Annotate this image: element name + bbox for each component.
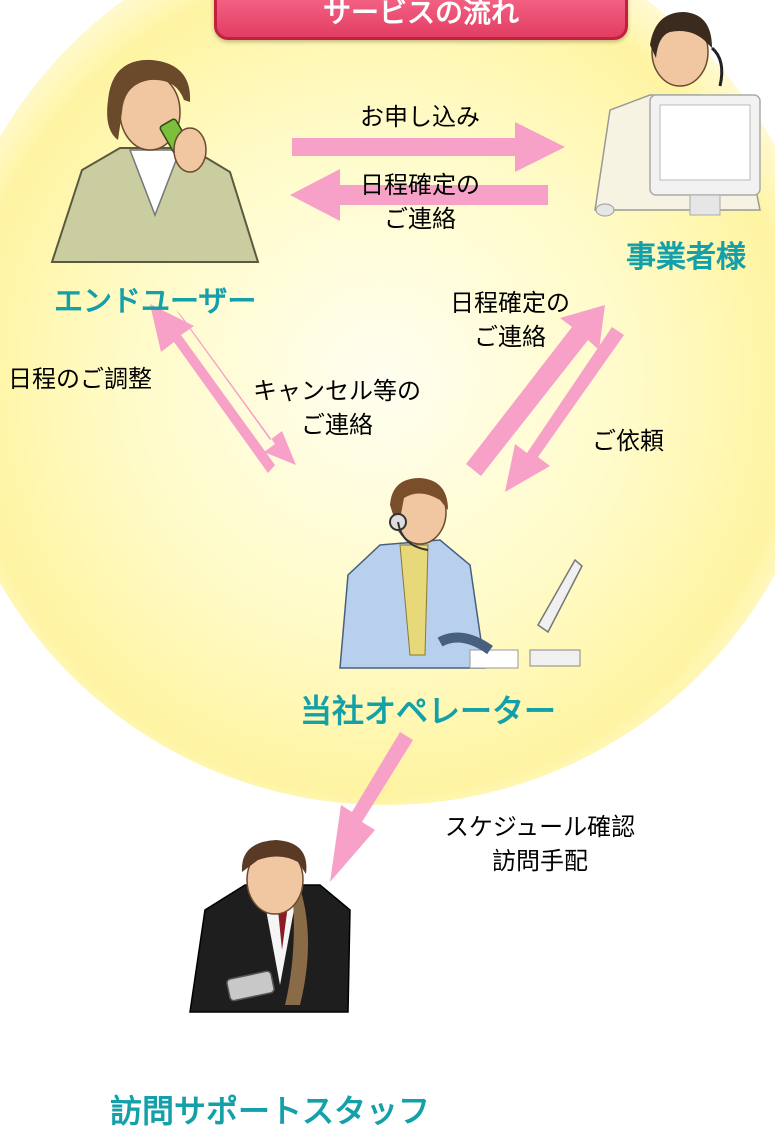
operator-illustration (339, 478, 583, 669)
arrow-adjust (150, 304, 275, 473)
label-confirm-to-user-line1: 日程確定の (360, 171, 480, 199)
title-banner: サービスの流れ (214, 0, 628, 40)
label-apply: お申し込み (360, 103, 480, 131)
arrow-cancel (176, 310, 296, 465)
arrow-apply (292, 122, 565, 172)
arrow-dispatch (330, 732, 413, 882)
label-confirm-to-user-line2: ご連絡 (384, 205, 456, 233)
title-text: サービスの流れ (322, 0, 519, 29)
end-user-illustration (50, 59, 260, 263)
label-cancel: キャンセル等の ご連絡 (222, 374, 452, 442)
label-dispatch: スケジュール確認 訪問手配 (410, 810, 670, 878)
label-request: ご依頼 (592, 427, 664, 455)
arrow-confirm-to-user (290, 169, 548, 221)
arrow-request (505, 327, 624, 492)
label-confirm-to-business-line1: 日程確定の (450, 289, 570, 317)
label-staff: 訪問サポートスタッフ (110, 1092, 431, 1130)
label-cancel-line1: キャンセル等の (253, 377, 421, 405)
arrow-confirm-to-business (466, 305, 605, 476)
label-end-user: エンドユーザー (54, 284, 257, 318)
label-dispatch-line2: 訪問手配 (492, 847, 588, 875)
label-confirm-to-user: 日程確定の ご連絡 (330, 168, 510, 236)
label-business: 事業者様 (626, 240, 746, 275)
label-cancel-line2: ご連絡 (301, 411, 373, 439)
business-illustration (594, 12, 761, 217)
label-dispatch-line1: スケジュール確認 (444, 813, 636, 841)
label-operator: 当社オペレーター (300, 692, 557, 730)
label-confirm-to-business-line2: ご連絡 (474, 323, 546, 351)
staff-illustration (189, 840, 351, 1013)
label-adjust: 日程のご調整 (8, 365, 152, 393)
label-confirm-to-business: 日程確定の ご連絡 (420, 286, 600, 354)
